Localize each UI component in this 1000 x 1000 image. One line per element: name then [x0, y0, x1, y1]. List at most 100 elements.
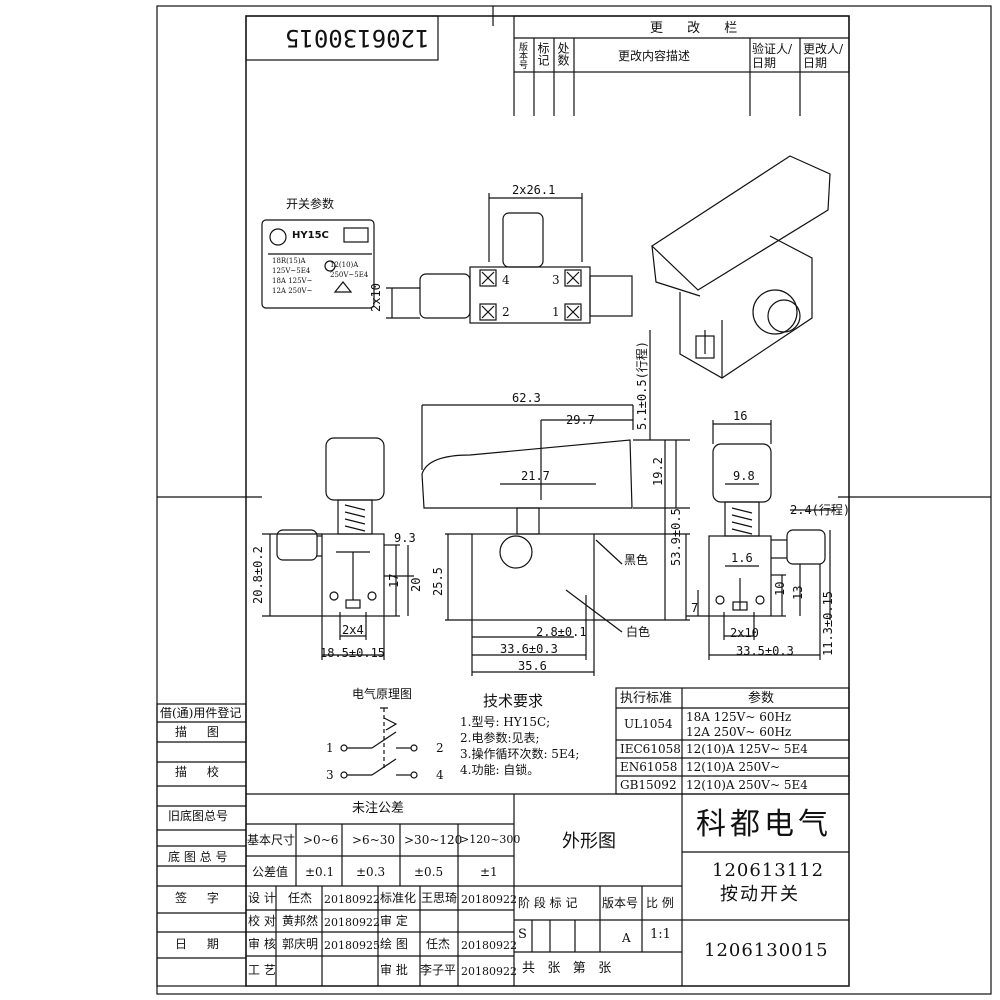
mirrored-number-box [245, 15, 439, 61]
revision-col-count: 处数 [556, 42, 570, 66]
iso-view [651, 155, 831, 379]
params-row1-p2: 12A 250V~ 60Hz [686, 725, 792, 739]
tech-item-4: 4.功能: 自锁。 [460, 763, 540, 777]
dim-93: 9.3 [394, 531, 416, 545]
drawing-number: 1206130015 [704, 940, 829, 961]
stage-header: 阶 段 标 记 [518, 896, 578, 910]
schematic-node-1: 1 [326, 741, 334, 755]
scale-header: 比 例 [646, 896, 674, 910]
dim-2x26: 2x26.1 [512, 183, 556, 197]
dim-25: 25.5 [431, 567, 445, 596]
label-line1: 18R(15)A [272, 257, 306, 265]
company-name: 科都电气 [696, 807, 832, 842]
appr-role-3: 审 核 [248, 937, 276, 951]
reg-date: 日 期 [175, 937, 227, 951]
schematic-node-3: 3 [326, 768, 334, 782]
revision-col-change: 更改人/日期 [803, 42, 844, 70]
tolerance-title: 未注公差 [352, 801, 405, 816]
appr-role2-1: 标准化 [380, 891, 417, 905]
dim-62: 62.3 [512, 391, 541, 405]
dim-16: 16 [733, 409, 748, 423]
front-view [421, 330, 690, 676]
tol-v4: ±1 [480, 865, 498, 879]
approval-grid [246, 793, 849, 986]
appr-date-3: 20180925 [324, 939, 380, 952]
top-view [386, 193, 633, 324]
left-side-view [262, 437, 414, 660]
dim-13: 13 [791, 585, 805, 600]
params-row2-p1: 12(10)A 125V~ 5E4 [686, 742, 808, 756]
tol-h1: >0~6 [303, 833, 339, 847]
label-black: 黑色 [624, 553, 649, 567]
label-white: 白色 [626, 625, 651, 639]
dim-20: 20 [409, 577, 423, 592]
appr-name2-1: 王思琦 [421, 891, 458, 905]
params-header-param: 参数 [748, 691, 775, 706]
dim-336: 33.6±0.3 [500, 642, 558, 656]
reg-trace: 描 图 [175, 725, 227, 739]
tol-v3: ±0.5 [414, 865, 444, 879]
label-line6: 250V~5E4 [330, 271, 369, 279]
appr-name-2: 黄邦然 [282, 914, 319, 928]
terminal-2: 2 [502, 305, 510, 319]
terminal-3: 3 [552, 273, 560, 287]
schematic-node-2: 2 [436, 741, 444, 755]
dim-113: 11.3±0.15 [821, 590, 835, 656]
appr-name-1: 任杰 [288, 891, 313, 905]
dim-21: 21.7 [521, 469, 550, 483]
revision-col-verify: 验证人/日期 [752, 42, 793, 70]
terminal-4: 4 [502, 273, 510, 287]
dim-208: 20.8±0.2 [251, 546, 265, 604]
switch-label-box [261, 219, 375, 309]
appr-name2-4: 李子平 [420, 963, 457, 977]
dim-98: 9.8 [733, 469, 755, 483]
dim-2x10-top: 2x10 [369, 283, 383, 312]
switch-params-title: 开关参数 [286, 197, 335, 211]
dim-10: 10 [773, 581, 787, 596]
params-row3-p1: 12(10)A 250V~ [686, 760, 781, 774]
dim-19: 19.2 [651, 457, 665, 486]
tech-item-1: 1.型号: HY15C; [460, 715, 551, 729]
params-row1-p1: 18A 125V~ 60Hz [686, 710, 792, 724]
tech-title: 技术要求 [483, 692, 544, 710]
tol-h2: >6~30 [352, 833, 396, 847]
params-row4-p1: 12(10)A 250V~ 5E4 [686, 778, 808, 792]
label-line2: 125V~5E4 [272, 267, 311, 275]
label-line5: 12(10)A [330, 261, 359, 269]
revision-col-no: 版本号 [517, 42, 527, 69]
terminal-1: 1 [552, 305, 560, 319]
dim-28: 2.8±0.1 [536, 625, 587, 639]
label-line3: 18A 125V~ [272, 277, 313, 285]
appr-role2-2: 审 定 [380, 914, 408, 928]
appr-name2-3: 任杰 [426, 937, 451, 951]
appr-date-2: 20180922 [324, 916, 380, 929]
part-name: 按动开关 [720, 884, 800, 905]
schematic-title: 电气原理图 [352, 687, 413, 701]
reg-borrow: 借(通)用件登记 [160, 706, 242, 720]
label-brand: HY15C [292, 230, 329, 241]
mirrored-drawing-number: 1206130015 [285, 24, 430, 52]
params-row4-std: GB15092 [620, 778, 677, 792]
tol-v1: ±0.1 [305, 865, 335, 879]
tol-v0: 公差值 [252, 865, 289, 879]
schematic-node-4: 4 [436, 768, 444, 782]
reg-base: 底 图 总 号 [168, 850, 228, 864]
appr-name-3: 郭庆明 [282, 937, 319, 951]
sheet-count: 共 张 第 张 [522, 961, 612, 976]
tech-item-3: 3.操作循环次数: 5E4; [460, 747, 580, 761]
dim-29: 29.7 [566, 413, 595, 427]
appr-date2-3: 20180922 [461, 939, 517, 952]
appr-role-1: 设 计 [248, 891, 276, 905]
part-number: 120613112 [712, 860, 825, 881]
revision-block [513, 15, 850, 116]
appr-role-2: 校 对 [248, 914, 276, 928]
dim-356: 35.6 [518, 659, 547, 673]
scale-value: 1:1 [650, 927, 671, 942]
dim-17: 17 [387, 573, 401, 588]
reg-trace-check: 描 校 [175, 765, 227, 779]
version-header: 版本号 [602, 896, 639, 910]
appr-role-4: 工 艺 [248, 963, 276, 977]
dim-16b: 1.6 [731, 551, 753, 565]
appr-date2-4: 20180922 [461, 965, 517, 978]
outer-frame [156, 5, 992, 995]
